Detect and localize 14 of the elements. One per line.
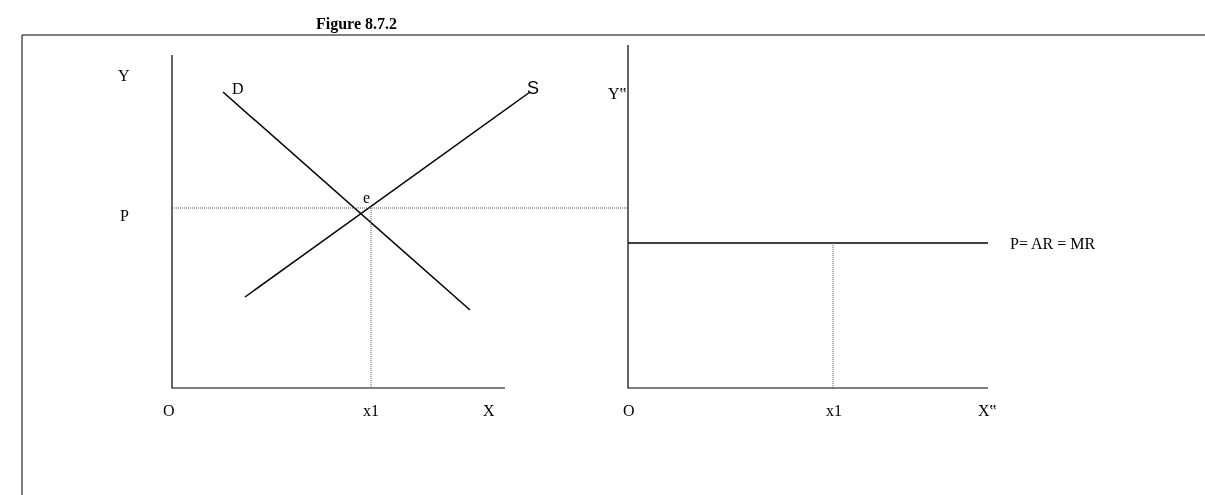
figure-title: Figure 8.7.2 — [316, 16, 398, 32]
axis-label: X — [483, 403, 495, 419]
tick-label: x1 — [826, 403, 842, 419]
axis-label: Y — [118, 68, 130, 84]
axis-label: Y‟ — [608, 86, 627, 102]
tick-label: x1 — [363, 403, 379, 419]
point-label: e — [363, 190, 371, 206]
line-label: P= AR = MR — [1010, 236, 1096, 252]
axis-label: P — [120, 208, 129, 224]
curve-label: S — [527, 79, 539, 97]
origin-label: O — [163, 403, 175, 419]
axis-label: X‟ — [978, 403, 997, 419]
curve-label: D — [232, 81, 244, 97]
origin-label: O — [623, 403, 635, 419]
